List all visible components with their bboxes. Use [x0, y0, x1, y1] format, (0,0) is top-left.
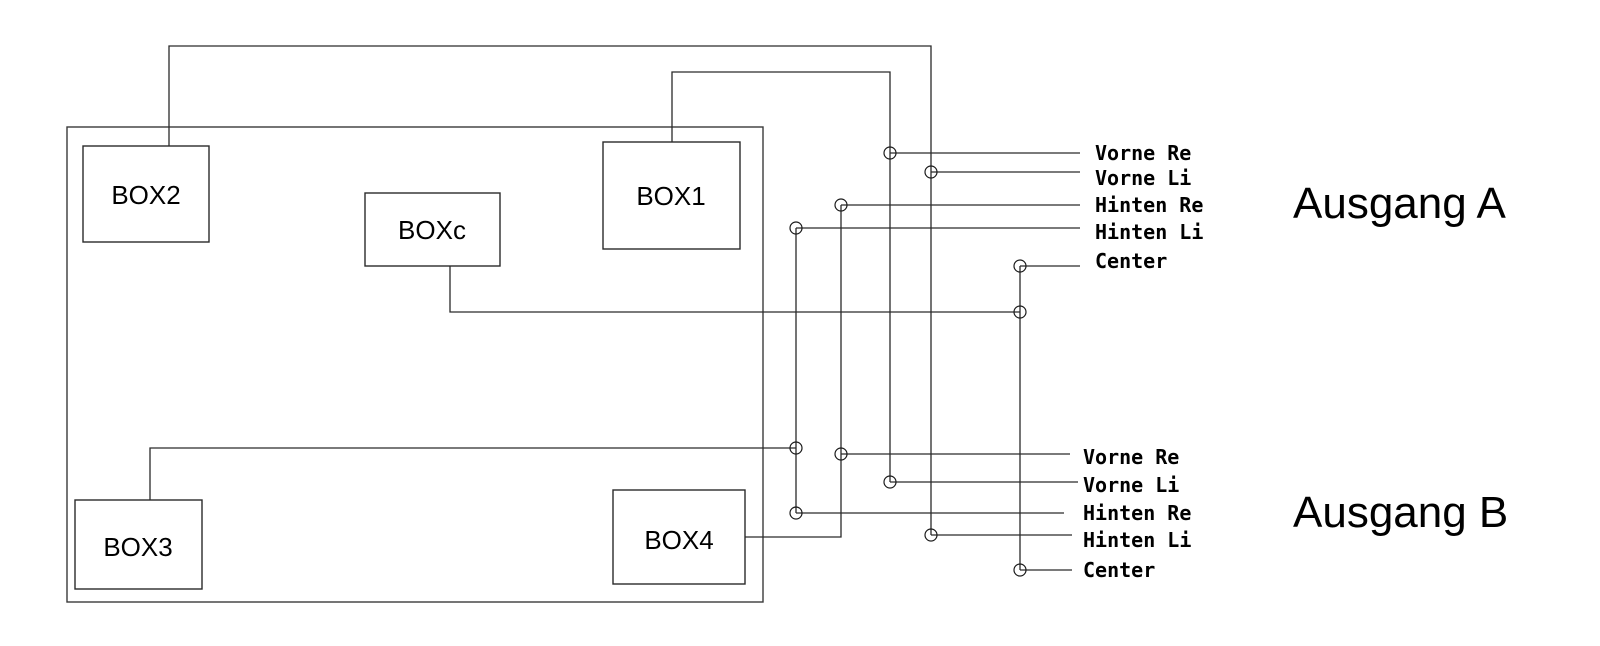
- output-b-title: Ausgang B: [1293, 488, 1508, 537]
- a-channel-center: Center: [1095, 249, 1167, 273]
- junction-node: [1013, 259, 1027, 273]
- junction-node: [1013, 305, 1027, 319]
- box3-rect: [74, 499, 203, 590]
- b-channel-hinten-re: Hinten Re: [1083, 501, 1191, 525]
- box2: BOX2: [82, 145, 210, 243]
- junction-node: [1013, 563, 1027, 577]
- wire-box2: [168, 45, 932, 535]
- box4: BOX4: [612, 489, 746, 585]
- junction-node: [834, 198, 848, 212]
- b-channel-center: Center: [1083, 558, 1155, 582]
- b-channel-vorne-re: Vorne Re: [1083, 445, 1179, 469]
- output-b-channels: Vorne Re Vorne Li Hinten Re Hinten Li Ce…: [1083, 445, 1191, 582]
- a-channel-vorne-re: Vorne Re: [1095, 141, 1191, 165]
- box4-rect: [612, 489, 746, 585]
- box3: BOX3: [74, 499, 203, 590]
- box1: BOX1: [602, 141, 741, 250]
- b-channel-vorne-li: Vorne Li: [1083, 473, 1179, 497]
- wire-box1: [671, 71, 891, 482]
- output-a-title: Ausgang A: [1293, 179, 1506, 228]
- box3-label: BOX3: [103, 532, 172, 562]
- box1-rect: [602, 141, 741, 250]
- wire-box4: [745, 205, 842, 538]
- boxc: BOXc: [364, 192, 501, 267]
- junction-node: [789, 441, 803, 455]
- junction-node: [924, 165, 938, 179]
- output-a-channels: Vorne Re Vorne Li Hinten Re Hinten Li Ce…: [1095, 141, 1203, 273]
- enclosure-frame: [66, 126, 764, 603]
- boxc-rect: [364, 192, 501, 267]
- a-channel-hinten-li: Hinten Li: [1095, 220, 1203, 244]
- junction-node: [924, 528, 938, 542]
- junction-node: [789, 221, 803, 235]
- box2-rect: [82, 145, 210, 243]
- a-channel-vorne-li: Vorne Li: [1095, 166, 1191, 190]
- junction-node: [883, 146, 897, 160]
- b-channel-hinten-li: Hinten Li: [1083, 528, 1191, 552]
- box1-label: BOX1: [636, 181, 705, 211]
- box2-label: BOX2: [111, 180, 180, 210]
- wire-box3: [149, 447, 796, 500]
- boxc-label: BOXc: [398, 215, 466, 245]
- a-channel-hinten-re: Hinten Re: [1095, 193, 1203, 217]
- wire-boxc: [449, 266, 1020, 313]
- box4-label: BOX4: [644, 525, 713, 555]
- junction-node: [789, 506, 803, 520]
- junction-node: [883, 475, 897, 489]
- junction-node: [834, 447, 848, 461]
